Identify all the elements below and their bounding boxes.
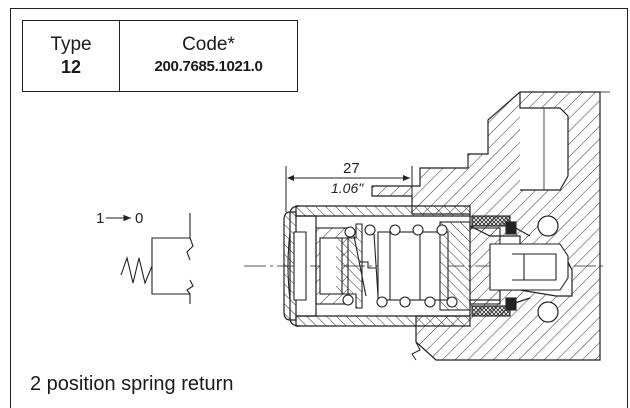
dim-imperial: 1.06" [331, 180, 364, 196]
code-label: Code* [182, 34, 235, 55]
symbol-target-label: 0 [135, 210, 143, 227]
valve-spring [342, 224, 458, 308]
type-value: 12 [60, 57, 82, 77]
type-cell: Type 12 [23, 21, 120, 91]
symbol-break-top [186, 237, 194, 261]
symbol-box [151, 213, 191, 304]
drawing-frame [10, 8, 628, 408]
code-table: Type 12 Code* 200.7685.1021.0 [22, 20, 298, 92]
code-cell: Code* 200.7685.1021.0 [120, 21, 297, 91]
dim-metric: 27 [343, 160, 360, 177]
section-break [411, 341, 600, 361]
symbol-position-label: 1 [96, 210, 104, 227]
code-value: 200.7685.1021.0 [154, 58, 263, 75]
type-label: Type [50, 34, 92, 55]
symbol-spring [120, 256, 153, 285]
valve-cap [283, 205, 471, 327]
caption: 2 position spring return [30, 373, 234, 395]
valve-symbol: 1 0 [96, 210, 194, 304]
valve-spool [287, 215, 569, 317]
symbol-break-bottom [186, 279, 194, 295]
